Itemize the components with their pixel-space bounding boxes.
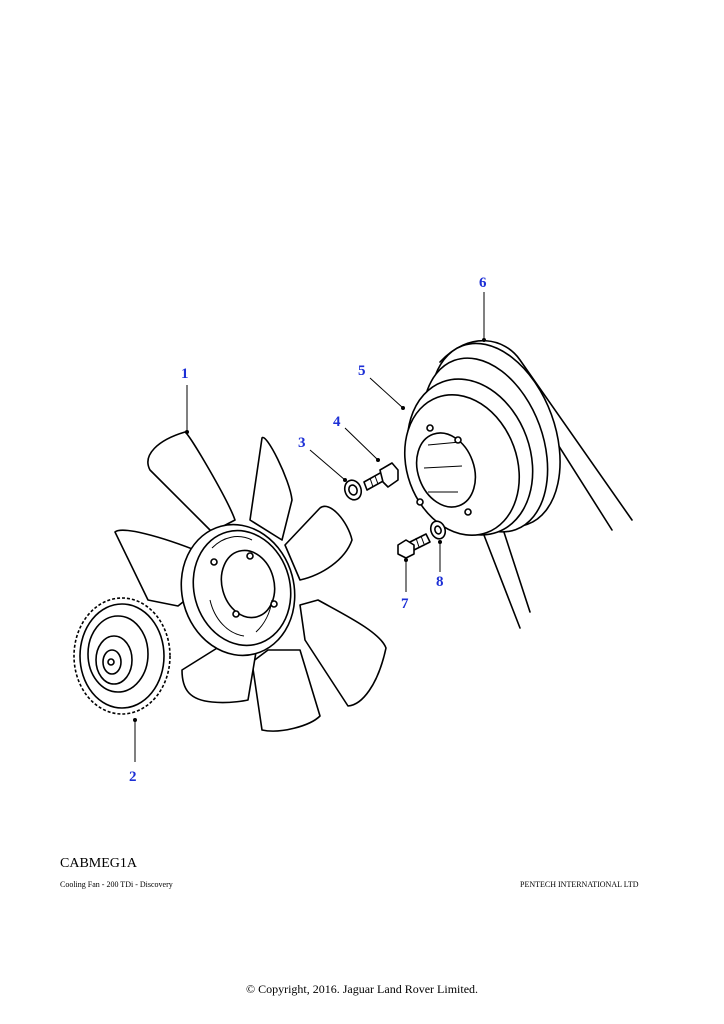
viscous-coupling [73, 597, 171, 715]
vendor-name: PENTECH INTERNATIONAL LTD [520, 880, 639, 889]
copyright-notice: © Copyright, 2016. Jaguar Land Rover Lim… [245, 982, 479, 996]
callout-6: 6 [479, 275, 487, 291]
bolt-7 [397, 533, 431, 559]
callout-7: 7 [401, 596, 409, 612]
callout-8: 8 [436, 574, 444, 590]
callouts: 1 2 3 4 5 6 7 8 [129, 275, 487, 785]
diagram-code: CABMEG1A [60, 856, 138, 871]
callout-1: 1 [181, 366, 189, 382]
bolt-4 [363, 462, 399, 491]
leader-lines [133, 292, 486, 762]
pulley [403, 342, 561, 537]
diagram-title: Cooling Fan - 200 TDi - Discovery [60, 880, 173, 889]
fan-blade [114, 431, 387, 732]
washer-8 [429, 520, 447, 540]
callout-5: 5 [358, 363, 366, 379]
callout-3: 3 [298, 435, 306, 451]
callout-2: 2 [129, 769, 137, 785]
callout-4: 4 [333, 414, 341, 430]
washer-3 [343, 479, 363, 501]
